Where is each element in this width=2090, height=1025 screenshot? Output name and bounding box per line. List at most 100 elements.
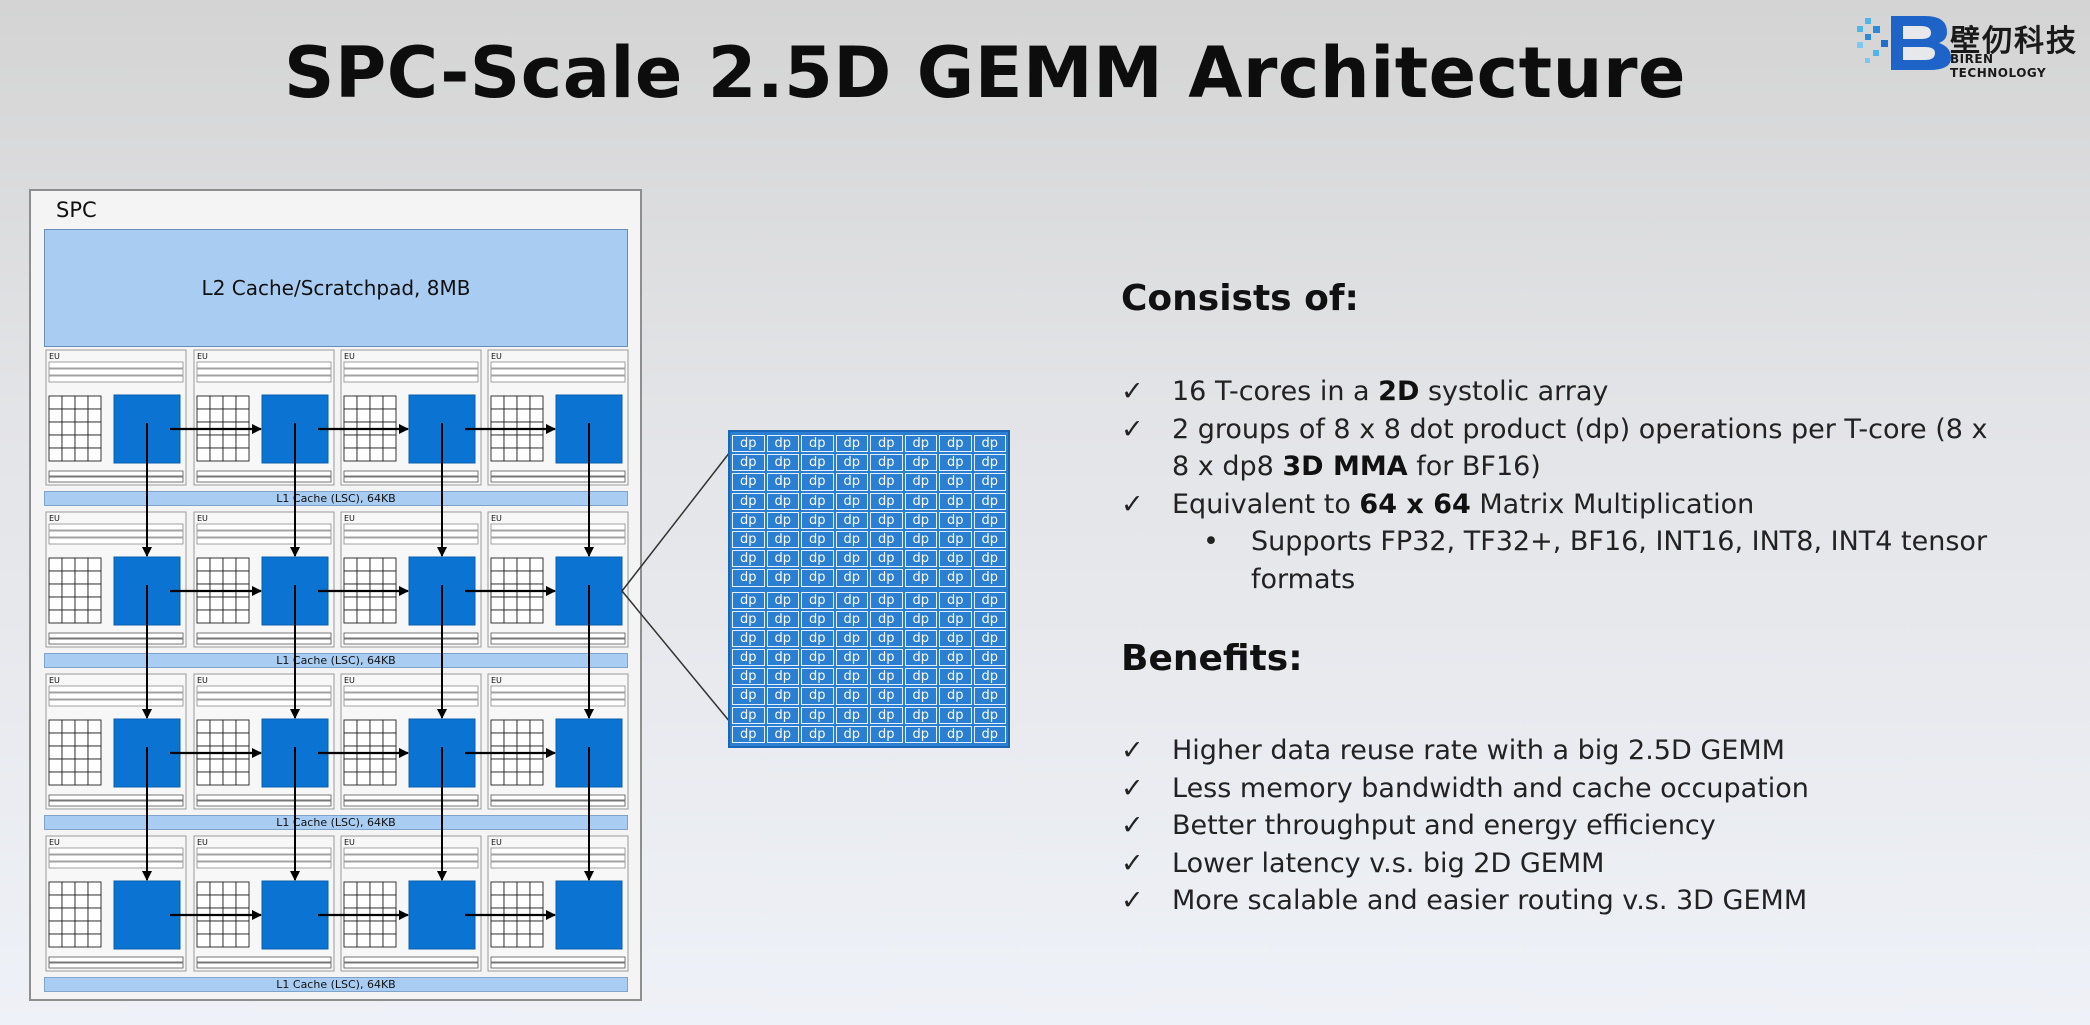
- eu-bottom-band: [196, 476, 332, 483]
- consists-list: ✓ 16 T-cores in a 2D systolic array ✓ 2 …: [1121, 373, 2001, 598]
- eu-cell: [356, 557, 371, 572]
- eu-bottom-band: [490, 638, 626, 645]
- dp-cell: dp: [766, 435, 799, 453]
- eu-tile: EU: [340, 511, 482, 648]
- dp-cell: dp: [904, 629, 937, 647]
- eu-cell: [356, 894, 371, 909]
- dp-cell: dp: [801, 725, 834, 743]
- dp-cell: dp: [766, 591, 799, 609]
- eu-cell: [74, 609, 89, 624]
- eu-register-band: [490, 530, 626, 538]
- eu-cell: [343, 570, 358, 585]
- eu-bottom-band: [48, 962, 184, 969]
- eu-label: EU: [344, 514, 355, 523]
- eu-tile: EU: [487, 349, 629, 486]
- eu-register-band: [196, 861, 332, 869]
- eu-register-band: [196, 375, 332, 383]
- check-icon: ✓: [1121, 376, 1144, 407]
- dp-cell: dp: [801, 591, 834, 609]
- list-item: ✓Higher data reuse rate with a big 2.5D …: [1121, 732, 2001, 770]
- dp-cell: dp: [801, 531, 834, 549]
- eu-cell: [235, 570, 250, 585]
- dp-cell: dp: [835, 492, 868, 510]
- eu-cell: [516, 881, 531, 896]
- eu-cell: [87, 596, 102, 611]
- eu-cell: [48, 583, 63, 598]
- bullet-icon: •: [1203, 526, 1219, 557]
- eu-cell: [196, 894, 211, 909]
- dp-cell: dp: [801, 629, 834, 647]
- eu-cell: [490, 570, 505, 585]
- eu-label: EU: [49, 838, 60, 847]
- eu-cell: [356, 920, 371, 935]
- dp-cell: dp: [835, 454, 868, 472]
- eu-cell: [222, 771, 237, 786]
- eu-bottom-band: [490, 956, 626, 963]
- logo-text-en: BIREN TECHNOLOGY: [1950, 52, 2047, 80]
- eu-cell: [529, 570, 544, 585]
- eu-register-band: [48, 530, 184, 538]
- dp-cell: dp: [766, 610, 799, 628]
- dp-cell: dp: [801, 550, 834, 568]
- eu-cell: [382, 557, 397, 572]
- eu-cell: [74, 557, 89, 572]
- eu-cell: [382, 894, 397, 909]
- eu-cell: [48, 609, 63, 624]
- eu-label: EU: [491, 352, 502, 361]
- eu-cell: [490, 732, 505, 747]
- eu-cell: [490, 771, 505, 786]
- eu-bottom-band: [343, 638, 479, 645]
- dp-cell: dp: [939, 591, 972, 609]
- list-item: ✓Better throughput and energy efficiency: [1121, 807, 2001, 845]
- list-subitem: • Supports FP32, TF32+, BF16, INT16, INT…: [1121, 523, 2001, 598]
- dp-cell: dp: [870, 473, 903, 491]
- eu-cell: [61, 907, 76, 922]
- check-icon: ✓: [1121, 847, 1144, 879]
- eu-cell: [356, 395, 371, 410]
- dp-cell: dp: [835, 591, 868, 609]
- eu-cell: [74, 907, 89, 922]
- dp-cell: dp: [766, 687, 799, 705]
- eu-cell: [48, 557, 63, 572]
- eu-cell: [74, 408, 89, 423]
- eu-label: EU: [49, 676, 60, 685]
- dp-cell: dp: [939, 454, 972, 472]
- dp-cell: dp: [766, 454, 799, 472]
- eu-cell: [61, 771, 76, 786]
- list-item: ✓Less memory bandwidth and cache occupat…: [1121, 770, 2001, 808]
- eu-cell: [235, 881, 250, 896]
- eu-label: EU: [197, 676, 208, 685]
- eu-cell: [48, 732, 63, 747]
- eu-register-band: [48, 685, 184, 693]
- eu-cell: [196, 933, 211, 948]
- eu-cell: [87, 907, 102, 922]
- eu-register-band: [490, 861, 626, 869]
- eu-cell: [343, 894, 358, 909]
- eu-cell: [356, 732, 371, 747]
- eu-cell: [343, 447, 358, 462]
- list-item: ✓More scalable and easier routing v.s. 3…: [1121, 882, 2001, 920]
- dp-cell: dp: [766, 706, 799, 724]
- eu-cell: [196, 434, 211, 449]
- eu-cell: [529, 408, 544, 423]
- eu-cell: [61, 758, 76, 773]
- dp-cell: dp: [801, 435, 834, 453]
- tcore-block: [555, 880, 623, 950]
- eu-cell: [48, 745, 63, 760]
- eu-register-band: [343, 368, 479, 376]
- eu-label: EU: [344, 352, 355, 361]
- eu-cell: [196, 771, 211, 786]
- dp-cell: dp: [835, 610, 868, 628]
- eu-bottom-band: [343, 632, 479, 639]
- eu-cell: [235, 758, 250, 773]
- tcore-block: [408, 880, 476, 950]
- dp-cell: dp: [732, 668, 765, 686]
- eu-cell: [382, 395, 397, 410]
- eu-label: EU: [197, 838, 208, 847]
- dp-cell: dp: [732, 511, 765, 529]
- dp-cell: dp: [904, 668, 937, 686]
- eu-cell: [222, 434, 237, 449]
- eu-cell: [48, 894, 63, 909]
- dp-cell: dp: [732, 569, 765, 587]
- dp-cell: dp: [835, 629, 868, 647]
